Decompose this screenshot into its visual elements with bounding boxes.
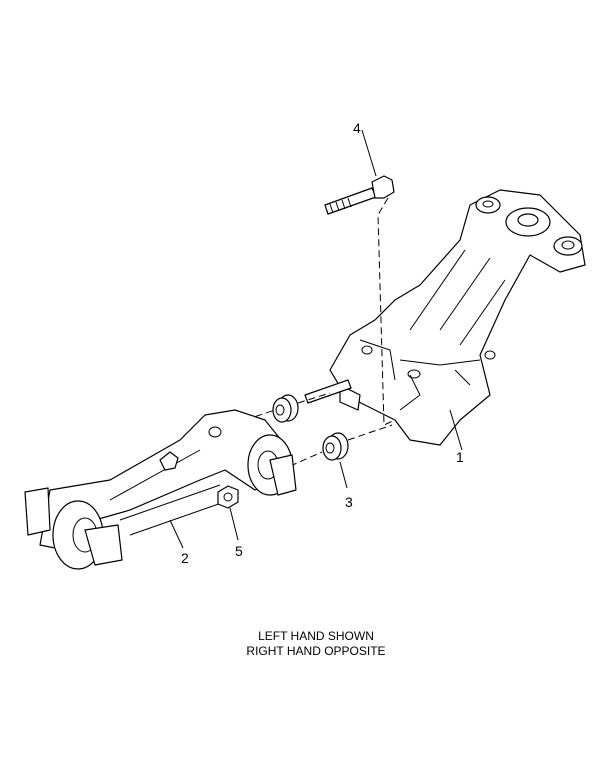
- part-4-bolt-threaded-end: [304, 379, 352, 404]
- callout-3: 3: [345, 494, 353, 510]
- part-3-bushing-lower: [322, 432, 349, 489]
- caption-line-2: RIGHT HAND OPPOSITE: [246, 644, 386, 658]
- part-5-nut: [217, 485, 239, 541]
- part-1-bracket: [329, 189, 586, 451]
- part-2-control-arm: [24, 409, 297, 570]
- caption-line-1: LEFT HAND SHOWN: [258, 629, 374, 643]
- callout-5: 5: [235, 543, 243, 559]
- assembly-centerline: [244, 392, 393, 476]
- callout-4: 4: [353, 120, 361, 136]
- callout-2: 2: [181, 550, 189, 566]
- callout-1: 1: [456, 449, 464, 465]
- part-3-bushing-upper: [272, 394, 299, 423]
- part-4-bolt: [324, 129, 396, 426]
